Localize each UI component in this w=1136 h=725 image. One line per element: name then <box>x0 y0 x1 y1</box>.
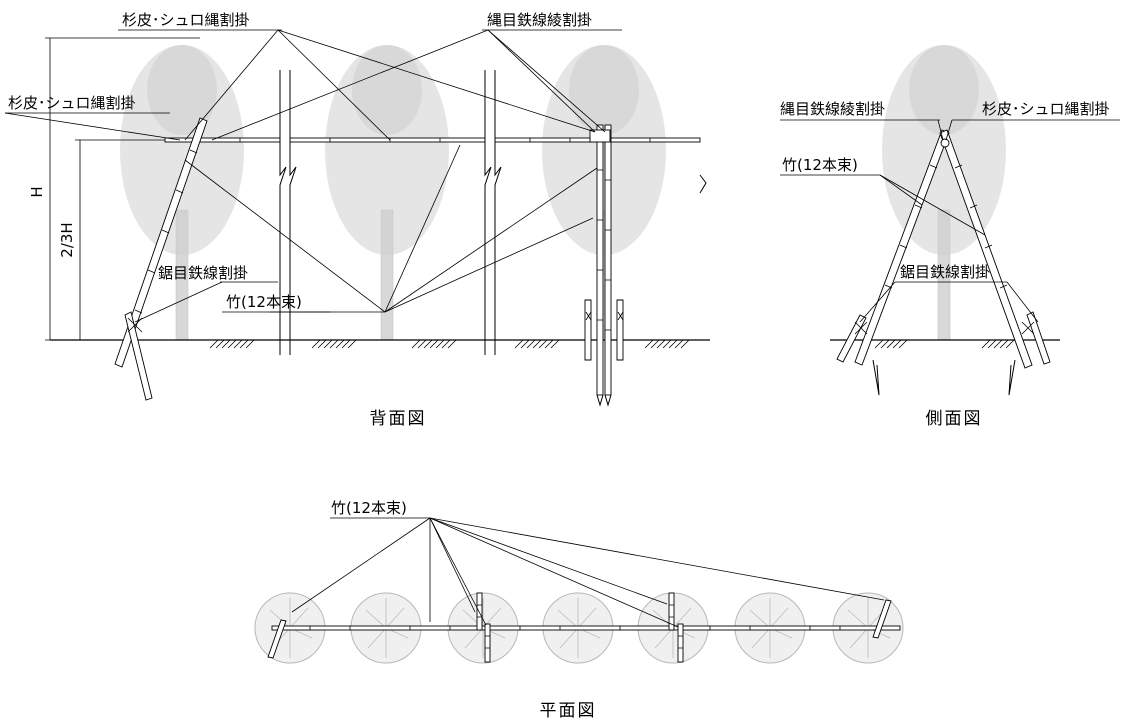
label-sugi-shuro-top: 杉皮･シュロ縄割掛 <box>122 11 250 29</box>
back-left-slanted-pole <box>114 117 208 401</box>
label-side-nokome: 鋸目鉄線割掛 <box>900 263 990 281</box>
back-view: H 2/3H <box>4 11 710 429</box>
back-ground-hatches <box>209 339 690 349</box>
side-view-tree <box>882 45 1006 341</box>
side-tie-point <box>940 138 950 148</box>
side-view: 縄目鉄線綾割掛 杉皮･シュロ縄割掛 竹(12本束) 鋸目鉄線割掛 側面図 <box>780 45 1120 429</box>
plan-horizontal-rail <box>271 625 901 631</box>
label-side-bamboo: 竹(12本束) <box>782 156 858 174</box>
plan-pole-a2 <box>484 623 491 663</box>
label-bamboo-back: 竹(12本束) <box>226 293 302 311</box>
label-side-nawame: 縄目鉄線綾割掛 <box>780 100 885 118</box>
plan-view: 竹(12本束) 平面図 <box>254 499 904 721</box>
label-side-sugi-shuro: 杉皮･シュロ縄割掛 <box>982 100 1110 118</box>
tree-2 <box>325 45 449 341</box>
plan-pole-b2 <box>677 623 684 663</box>
side-pole-ends <box>872 359 1016 396</box>
dim-height-label: H <box>28 186 46 197</box>
back-leader-lines <box>4 29 606 323</box>
dim-two-thirds-label: 2/3H <box>58 222 76 257</box>
back-right-vertical-poles <box>584 124 624 407</box>
plan-view-title: 平面図 <box>540 701 597 721</box>
side-pole-nodes <box>884 164 1008 289</box>
plan-pole-b1 <box>668 592 675 631</box>
back-view-trees <box>120 45 666 341</box>
back-break-lines <box>279 70 707 355</box>
plan-pole-a1 <box>476 592 483 631</box>
tree-1 <box>120 45 244 341</box>
side-leader-lines <box>780 119 1120 323</box>
back-label-underlines <box>5 29 622 313</box>
dimension-lines <box>45 37 200 341</box>
back-view-title: 背面図 <box>370 409 427 429</box>
side-brace-right <box>1026 311 1051 365</box>
side-ground-hatches-left <box>874 339 908 349</box>
plan-pole-right <box>872 599 892 639</box>
back-horizontal-rail <box>164 137 701 143</box>
label-sugi-shuro-left: 杉皮･シュロ縄割掛 <box>8 94 136 112</box>
side-pole-right <box>939 129 1033 369</box>
plan-leader-lines <box>291 517 885 628</box>
side-ground-hatches-right <box>981 339 1015 349</box>
label-plan-bamboo: 竹(12本束) <box>331 499 407 517</box>
side-view-title: 側面図 <box>926 409 983 429</box>
label-nawame-ayagake: 縄目鉄線綾割掛 <box>487 11 592 29</box>
label-nokome: 鋸目鉄線割掛 <box>158 264 248 282</box>
plan-pole-left <box>267 619 287 659</box>
